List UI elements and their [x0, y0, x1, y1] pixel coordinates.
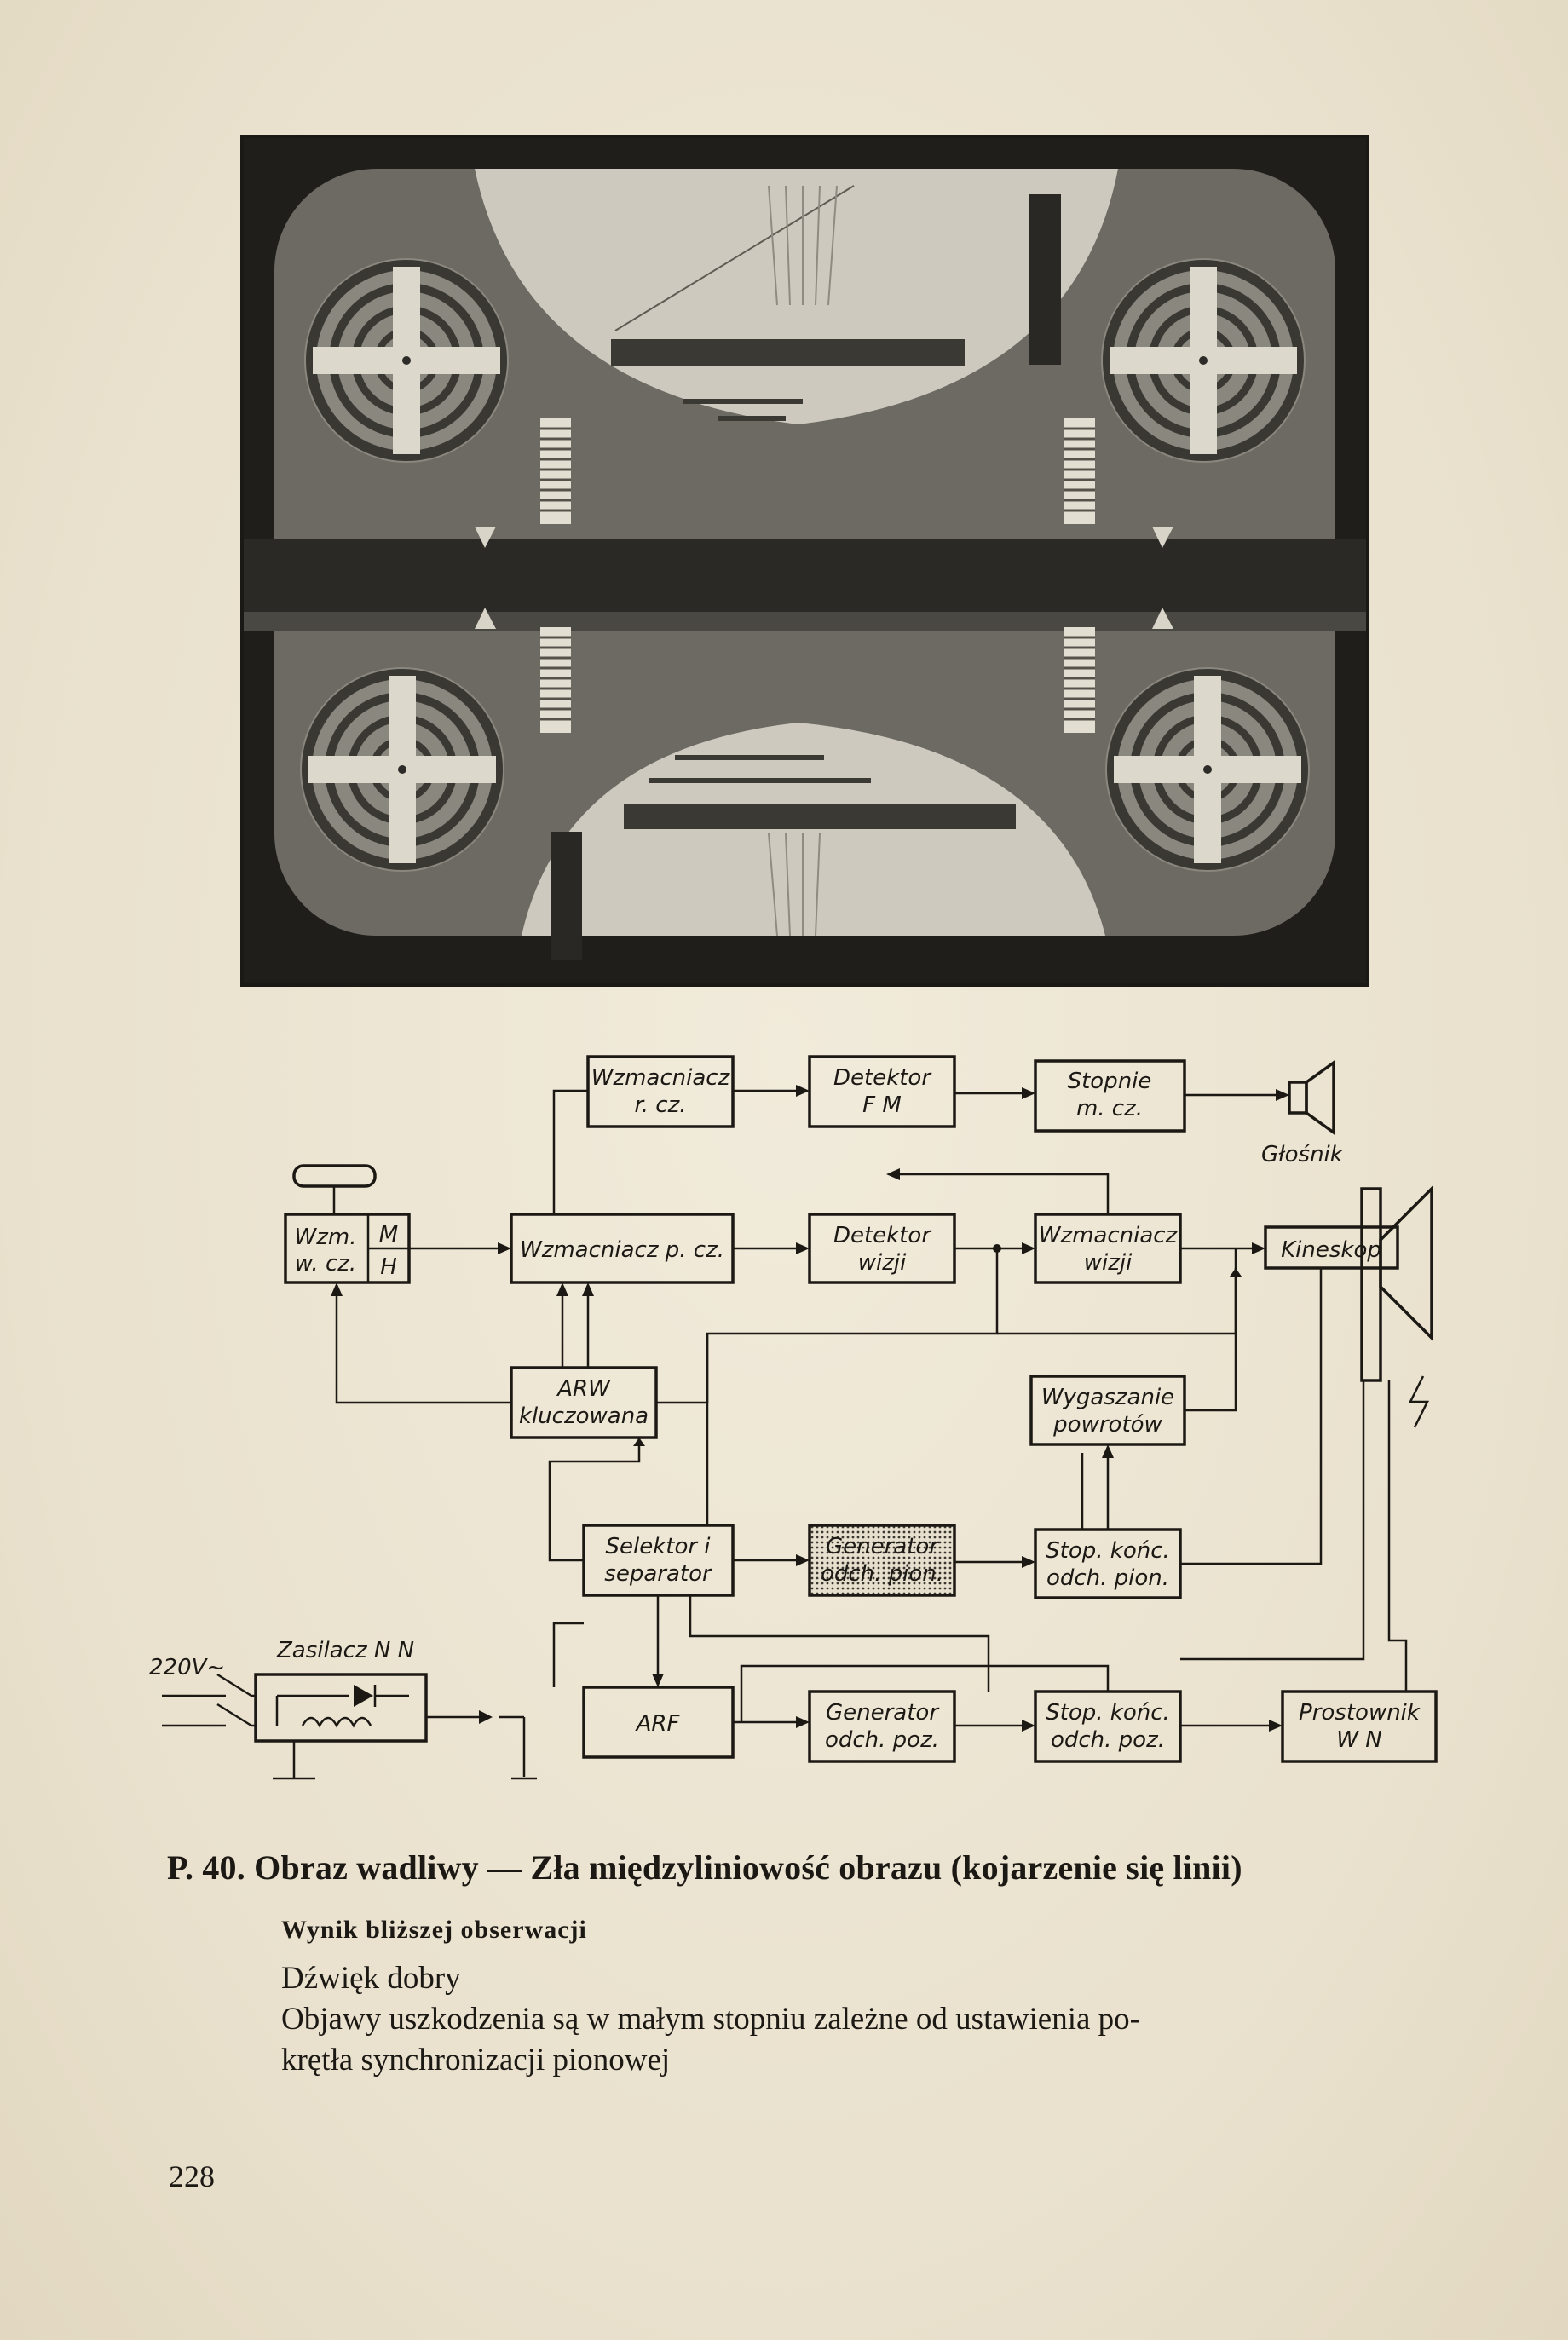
label-wzm-pcz: Wzmacniacz p. cz. — [520, 1237, 724, 1263]
label-stop-pion-1: Stop. końc. — [1046, 1538, 1170, 1564]
block-prostownik: Prostownik W N — [1281, 1690, 1438, 1763]
block-wzm-wcz: Wzm. w. cz. M H — [284, 1213, 411, 1284]
label-wzm-wizji-2: wizji — [1084, 1250, 1133, 1276]
block-arf: ARF — [582, 1686, 735, 1759]
label-wygaszanie-1: Wygaszanie — [1041, 1385, 1174, 1410]
label-gen-pion-2: odch. pion. — [821, 1561, 943, 1587]
label-zasilacz: Zasilacz N N — [276, 1638, 414, 1663]
block-selektor: Selektor i separator — [582, 1524, 735, 1597]
block-wygaszanie: Wygaszanie powrotów — [1029, 1375, 1186, 1446]
label-220v: 220V~ — [149, 1655, 225, 1680]
label-gen-poz-2: odch. poz. — [825, 1727, 939, 1753]
label-stop-poz-1: Stop. końc. — [1046, 1700, 1170, 1726]
body-line-1: Dźwięk dobry — [281, 1961, 461, 1996]
label-wzm-wcz-1: Wzm. — [295, 1225, 357, 1250]
label-stopnie-1: Stopnie — [1068, 1069, 1152, 1094]
page-number: 228 — [169, 2159, 215, 2193]
block-generator-poz: Generator odch. poz. — [808, 1690, 956, 1763]
receiver-block-diagram: Wzmacniacz r. cz. Detektor F M Stopnie m… — [149, 1055, 1438, 1780]
label-det-wizji-2: wizji — [858, 1250, 907, 1276]
block-stopnie-mcz: Stopnie m. cz. — [1034, 1059, 1186, 1133]
label-gen-pion-1: Generator — [826, 1534, 940, 1559]
antenna-icon — [292, 1164, 377, 1214]
label-wygaszanie-2: powrotów — [1052, 1412, 1162, 1438]
block-wzmacniacz-pcz: Wzmacniacz p. cz. — [510, 1213, 735, 1284]
label-band-h: H — [380, 1254, 397, 1280]
block-kineskop: Kineskop — [1264, 1184, 1433, 1382]
block-detektor-fm: Detektor F M — [808, 1055, 956, 1128]
block-stopien-poz: Stop. końc. odch. poz. — [1034, 1690, 1182, 1763]
body-line-2: Objawy uszkodzenia są w małym stopniu za… — [281, 2002, 1140, 2037]
loudspeaker-icon — [1288, 1059, 1335, 1136]
test-card-photo — [240, 135, 1369, 987]
label-wzm-rcz-1: Wzmacniacz — [591, 1065, 731, 1091]
label-arf: ARF — [635, 1711, 681, 1737]
label-prostownik-2: W N — [1336, 1727, 1381, 1753]
label-glosnik: Głośnik — [1261, 1142, 1344, 1167]
label-stop-pion-2: odch. pion. — [1046, 1565, 1169, 1591]
block-detektor-wizji: Detektor wizji — [808, 1213, 956, 1284]
label-arw-2: kluczowana — [519, 1403, 649, 1429]
label-det-fm-2: F M — [862, 1092, 902, 1118]
label-stop-poz-2: odch. poz. — [1051, 1727, 1165, 1753]
signal-lines — [331, 1085, 1408, 1732]
label-selektor-2: separator — [604, 1561, 713, 1587]
subheading: Wynik bliższej obserwacji — [281, 1916, 587, 1944]
high-voltage-icon — [1408, 1375, 1430, 1428]
label-stopnie-2: m. cz. — [1076, 1096, 1143, 1121]
label-band-m: M — [379, 1222, 398, 1248]
label-arw-1: ARW — [556, 1376, 611, 1402]
block-zasilacz — [254, 1673, 428, 1743]
block-stopien-pion: Stop. końc. odch. pion. — [1034, 1528, 1182, 1599]
label-wzm-rcz-2: r. cz. — [634, 1092, 686, 1118]
label-det-fm-1: Detektor — [833, 1065, 932, 1091]
block-arw: ARW kluczowana — [510, 1366, 658, 1439]
label-wzm-wizji-1: Wzmacniacz — [1039, 1223, 1179, 1248]
block-wzmacniacz-rcz: Wzmacniacz r. cz. — [586, 1055, 735, 1128]
block-wzmacniacz-wizji: Wzmacniacz wizji — [1034, 1213, 1182, 1284]
block-generator-pion: Generator odch. pion. — [808, 1524, 956, 1597]
label-wzm-wcz-2: w. cz. — [295, 1251, 356, 1277]
label-selektor-1: Selektor i — [605, 1534, 711, 1559]
label-kineskop: Kineskop — [1281, 1237, 1381, 1263]
body-line-3: krętła synchronizacji pionowej — [281, 2043, 671, 2078]
label-det-wizji-1: Detektor — [833, 1223, 932, 1248]
label-gen-poz-1: Generator — [826, 1700, 940, 1726]
figure-caption: P. 40. Obraz wadliwy — Zła międzyliniowo… — [167, 1848, 1242, 1887]
mains-switch-icon — [162, 1673, 256, 1727]
label-prostownik-1: Prostownik — [1299, 1700, 1421, 1726]
